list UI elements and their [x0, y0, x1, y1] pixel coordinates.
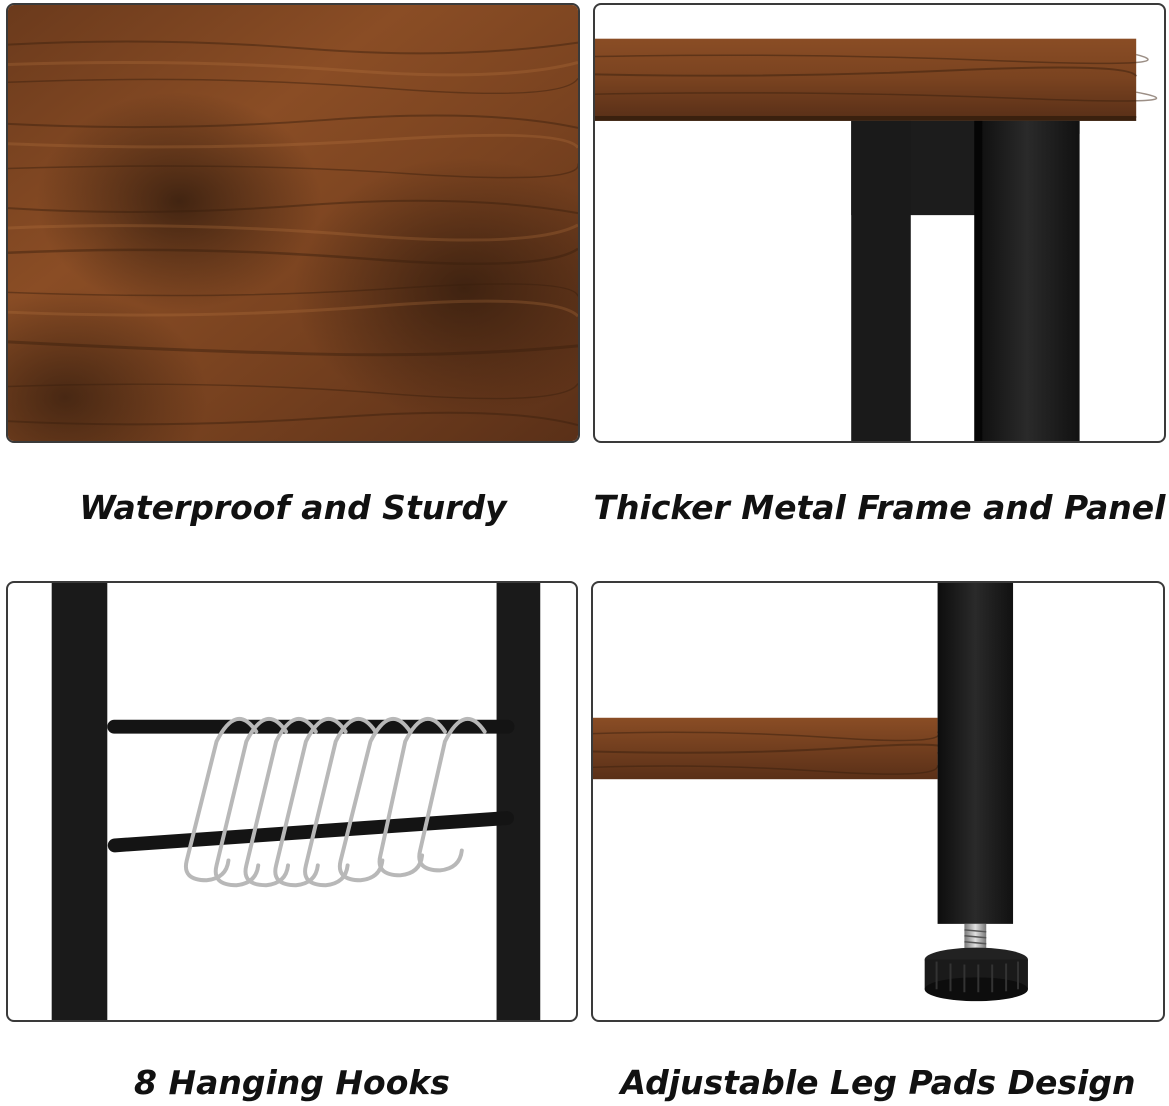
metal-frame-photo — [593, 3, 1166, 443]
hook-group — [183, 716, 487, 888]
feature-caption-leg-pads: Adjustable Leg Pads Design — [620, 1063, 1136, 1102]
wood-surface-photo — [6, 3, 580, 443]
leg-pad-photo — [591, 581, 1165, 1022]
feature-caption-waterproof: Waterproof and Sturdy — [79, 488, 507, 527]
feature-caption-hooks: 8 Hanging Hooks — [134, 1063, 450, 1102]
feature-caption-metal-frame: Thicker Metal Frame and Panel — [593, 488, 1166, 527]
hanging-hooks-photo — [6, 581, 578, 1022]
